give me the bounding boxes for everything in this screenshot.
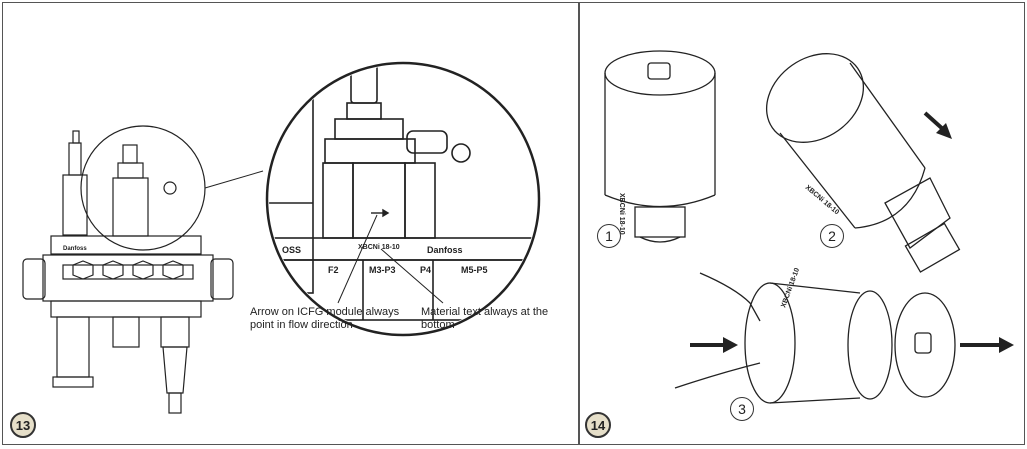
figure-number-14: 14	[585, 412, 611, 438]
material-text-3: XBCNi 18-10	[780, 267, 801, 309]
step-2-marker: 2	[820, 224, 844, 248]
label-p2: F2	[328, 265, 339, 275]
hand-top	[699, 272, 761, 322]
label-p4: P4	[420, 265, 431, 275]
module-1-top	[604, 50, 716, 96]
zoom-detail-circle	[265, 61, 541, 337]
caption-arrow: Arrow on ICFG module always point in flo…	[250, 306, 400, 331]
label-material: XBCNi 18-10	[358, 244, 400, 251]
step-3-marker: 3	[730, 397, 754, 421]
material-text-1: XBCNi 18-10	[618, 193, 625, 235]
valve-body	[42, 254, 214, 302]
leader-material	[380, 248, 444, 304]
valve-station-drawing: OSS Danfoss F2 M3-P3 P4 M5-P5 XBCNi 18-1…	[22, 61, 541, 414]
label-m3: M3-P3	[369, 265, 396, 275]
material-text-2: XBCNi 18-10	[804, 184, 840, 216]
label-oss: OSS	[282, 245, 301, 255]
step-1-marker: 1	[597, 224, 621, 248]
caption-material: Material text always at the bottom	[421, 306, 549, 331]
label-brand-right: Danfoss	[427, 245, 463, 255]
top-flange	[50, 235, 202, 255]
label-m5: M5-P5	[461, 265, 488, 275]
figure-number-13: 13	[10, 412, 36, 438]
zoom-source-circle	[80, 125, 206, 251]
label-brand-left: Danfoss	[63, 246, 87, 252]
lower-left-module	[56, 316, 90, 378]
module-disassembly-drawing: XBCNi 18-10 XBCNi 18-10 XBCNi 18-10	[604, 50, 1014, 404]
figure-13-panel: OSS Danfoss F2 M3-P3 P4 M5-P5 XBCNi 18-1…	[2, 2, 579, 445]
module-2-top	[765, 53, 865, 143]
figure-14-panel: XBCNi 18-10 XBCNi 18-10 XBCNi 18-10 1 2 …	[579, 2, 1025, 445]
hand-bottom	[674, 362, 761, 389]
leader-arrow	[337, 214, 378, 304]
icfg-module	[352, 162, 406, 239]
